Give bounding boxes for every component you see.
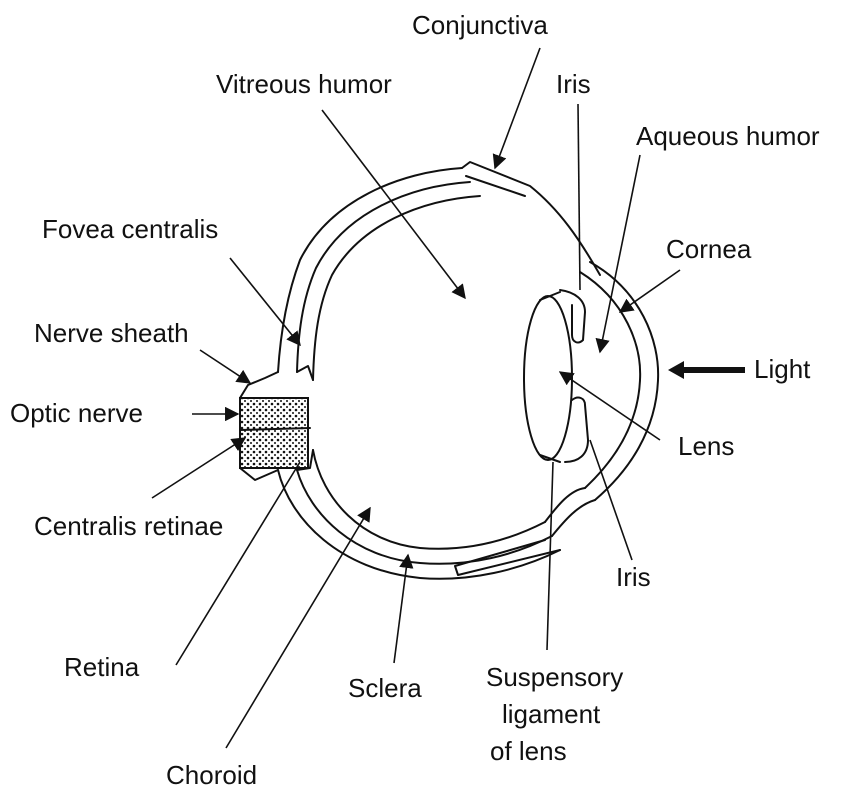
eyeball [240, 162, 658, 579]
label-conjunctiva: Conjunctiva [412, 10, 548, 40]
label-suspensory-line3: of lens [490, 736, 567, 766]
lens-shape [524, 296, 572, 460]
pointer-nerve-sheath [200, 350, 250, 383]
pointer-aqueous-humor [600, 155, 640, 352]
label-fovea-centralis: Fovea centralis [42, 214, 218, 244]
pointer-retina [176, 462, 300, 665]
pointer-fovea-centralis [230, 258, 300, 345]
label-retina: Retina [64, 652, 140, 682]
pointer-lines [152, 48, 680, 748]
label-suspensory-line2: ligament [502, 699, 601, 729]
pointer-iris-top [578, 104, 580, 290]
label-suspensory-line1: Suspensory [486, 662, 623, 692]
label-light: Light [754, 354, 811, 384]
pointer-conjunctiva [495, 48, 540, 168]
optic-nerve-bundle [240, 398, 308, 468]
label-cornea: Cornea [666, 234, 752, 264]
label-centralis-retinae: Centralis retinae [34, 511, 223, 541]
iris-lower [565, 398, 588, 462]
pointer-vitreous-humor [322, 110, 465, 298]
pointer-choroid [226, 508, 370, 748]
pointer-cornea [620, 270, 680, 312]
label-sclera: Sclera [348, 673, 422, 703]
label-aqueous-humor: Aqueous humor [636, 121, 820, 151]
pointer-sclera [394, 555, 408, 663]
retina-wall [313, 196, 545, 549]
choroid-wall [297, 182, 552, 564]
label-vitreous-humor: Vitreous humor [216, 69, 392, 99]
label-optic-nerve: Optic nerve [10, 398, 143, 428]
pointer-centralis-retinae [152, 438, 245, 498]
label-nerve-sheath: Nerve sheath [34, 318, 189, 348]
label-iris-top: Iris [556, 69, 591, 99]
sclera-outer-wall [278, 168, 560, 579]
pointer-lens [560, 372, 660, 440]
label-choroid: Choroid [166, 760, 257, 790]
labels: Conjunctiva Vitreous humor Iris Aqueous … [10, 10, 820, 790]
suspensory-ligament-strands [540, 292, 560, 462]
label-lens: Lens [678, 431, 734, 461]
label-iris-bottom: Iris [616, 562, 651, 592]
cornea-shape [580, 262, 658, 500]
light-arrow-head [668, 361, 684, 379]
